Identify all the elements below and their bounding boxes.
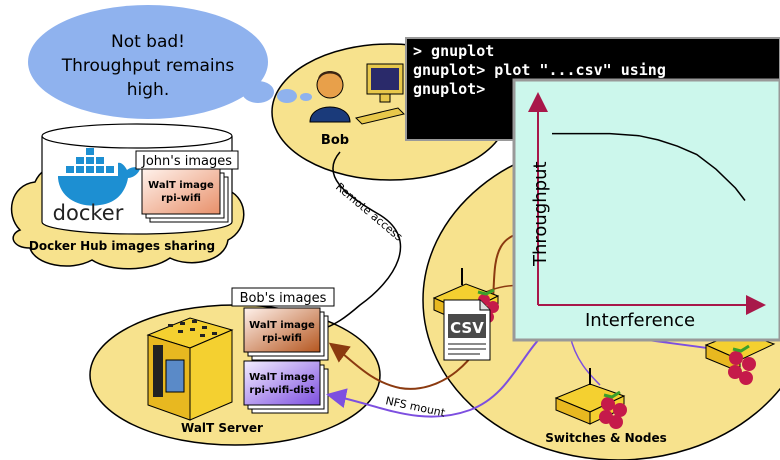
switches-nodes-caption: Switches & Nodes	[545, 431, 667, 445]
thought-line-2: Throughput remains	[61, 56, 235, 76]
terminal-line-1: > gnuplot	[413, 42, 494, 60]
remote-access-label: Remote access	[333, 180, 405, 243]
johns-image-stack	[141, 168, 229, 223]
raspberry-pi-icon	[599, 390, 627, 429]
chart-series-line	[552, 132, 746, 201]
bobs-image2-name: rpi-wifi-dist	[249, 385, 314, 396]
johns-image-name: rpi-wifi	[161, 193, 201, 204]
terminal-line-2: gnuplot> plot "...csv" using	[413, 61, 666, 79]
csv-file-icon	[443, 299, 491, 361]
bobs-images-label-box	[231, 287, 335, 307]
bobs-image2-title: WalT image	[249, 372, 315, 383]
csv-label: CSV	[450, 319, 484, 337]
bobs-image-stack-1	[243, 307, 329, 361]
bobs-image1-name: rpi-wifi	[262, 333, 302, 344]
remote-access-link	[319, 151, 402, 331]
throughput-chart	[512, 78, 780, 342]
docker-logo-text: docker	[53, 201, 124, 225]
bobs-images-label: Bob's images	[240, 291, 327, 306]
thought-line-1: Not bad!	[111, 32, 185, 52]
chart-x-label: Interference	[585, 310, 695, 331]
johns-image-title: WalT image	[148, 180, 214, 191]
thought-line-3: high.	[127, 80, 169, 100]
docker-whale-icon	[58, 148, 140, 206]
walt-server-caption: WalT Server	[181, 421, 263, 435]
thought-bubble	[28, 5, 312, 119]
bobs-image1-title: WalT image	[249, 320, 315, 331]
chart-y-label: Throughput	[530, 161, 551, 267]
bobs-image-stack-2	[243, 360, 329, 414]
bob-person-icon	[309, 71, 351, 123]
brown-boot-link	[328, 230, 541, 390]
raspberry-pi-icon	[728, 344, 756, 385]
bob-label: Bob	[321, 133, 349, 148]
terminal-line-3: gnuplot>	[413, 80, 485, 98]
computer-icon	[355, 63, 405, 125]
nfs-mount-link	[326, 329, 549, 418]
johns-images-label: John's images	[141, 154, 232, 169]
docker-hub-caption: Docker Hub images sharing	[29, 239, 215, 253]
server-tower-icon	[146, 317, 234, 421]
